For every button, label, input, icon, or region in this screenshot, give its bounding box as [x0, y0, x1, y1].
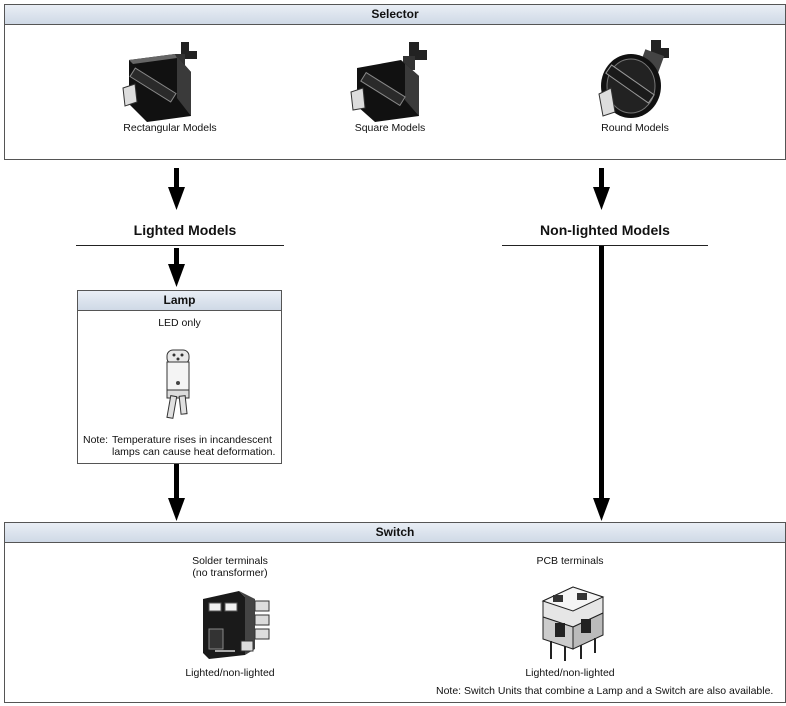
led-lamp-icon [166, 349, 190, 419]
arrow-nonlighted-to-switch [599, 246, 604, 499]
lamp-note-line2: lamps can cause heat deformation. [112, 446, 276, 458]
arrow-head-nonlighted-to-switch [593, 498, 610, 521]
solder-switch-icon [203, 591, 270, 659]
arrow-selector-to-nonlighted [599, 168, 604, 188]
pcb-switch-icon [541, 586, 605, 661]
pcb-terminals-label: PCB terminals [536, 555, 604, 567]
lamp-title: Lamp [78, 291, 281, 311]
rectangular-selector-icon [122, 42, 197, 122]
non-lighted-models-rule [502, 245, 708, 246]
lighted-models-heading: Lighted Models [133, 222, 237, 238]
arrow-head-lighted-to-lamp [168, 264, 185, 287]
lamp-note-prefix: Note: [83, 434, 109, 446]
non-lighted-models-heading: Non-lighted Models [540, 222, 670, 238]
arrow-lamp-to-switch [174, 464, 179, 499]
pcb-caption: Lighted/non-lighted [525, 667, 615, 679]
switch-title: Switch [5, 523, 785, 543]
lamp-subtitle: LED only [158, 317, 201, 329]
square-models-label: Square Models [354, 122, 426, 134]
square-selector-icon [350, 42, 427, 122]
switch-box: Switch Solder terminals (no transformer)… [4, 522, 786, 703]
arrow-head-selector-to-lighted [168, 187, 185, 210]
arrow-lighted-to-lamp [174, 248, 179, 265]
solder-terminals-label: Solder terminals [192, 555, 268, 567]
selector-title: Selector [5, 5, 785, 25]
rectangular-models-label: Rectangular Models [123, 122, 217, 134]
selector-box: Selector Rectangular Models Square Model… [4, 4, 786, 160]
lamp-note-line1: Temperature rises in incandescent [112, 434, 272, 446]
lighted-models-rule [76, 245, 284, 246]
arrow-head-selector-to-nonlighted [593, 187, 610, 210]
arrow-head-lamp-to-switch [168, 498, 185, 521]
solder-caption: Lighted/non-lighted [185, 667, 275, 679]
round-selector-icon [598, 40, 669, 118]
lamp-box: Lamp LED only Note: Temperature rises in… [77, 290, 282, 464]
switch-note: Note: Switch Units that combine a Lamp a… [436, 685, 774, 697]
round-models-label: Round Models [601, 122, 669, 134]
arrow-selector-to-lighted [174, 168, 179, 188]
solder-no-transformer-label: (no transformer) [192, 567, 268, 579]
